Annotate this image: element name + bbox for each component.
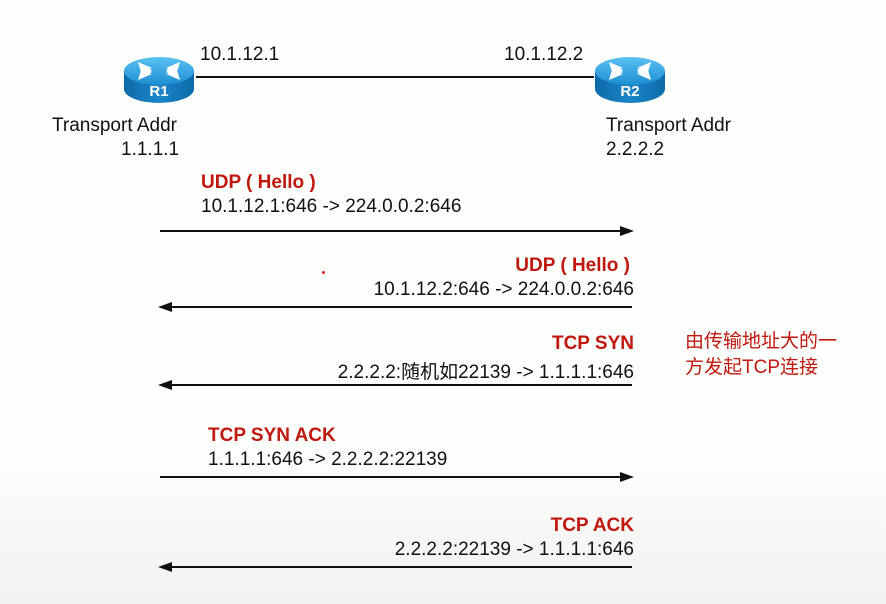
message-2-title: UDP ( Hello )	[515, 255, 630, 276]
stray-dot	[322, 271, 325, 274]
arrow-left-icon	[158, 562, 632, 572]
message-1-detail: 10.1.12.1:646 -> 224.0.0.2:646	[201, 196, 462, 217]
router-link	[196, 76, 594, 78]
message-5-title: TCP ACK	[550, 515, 634, 536]
router-name: R1	[149, 83, 169, 100]
r1-transport-addr: 1.1.1.1	[121, 139, 180, 160]
router-icon	[124, 57, 194, 103]
router-r1: R1	[122, 53, 196, 105]
r1-transport-label: Transport Addr	[52, 115, 177, 136]
r2-interface-ip: 10.1.12.2	[504, 44, 584, 65]
r2-transport-label: Transport Addr	[606, 115, 731, 136]
arrow-right-4	[160, 470, 634, 484]
arrow-left-5	[158, 560, 632, 574]
router-icon	[595, 57, 665, 103]
annotation-note: 由传输地址大的一 方发起TCP连接	[685, 329, 837, 381]
message-4-detail: 1.1.1.1:646 -> 2.2.2.2:22139	[208, 449, 448, 470]
message-1-title: UDP ( Hello )	[201, 172, 316, 193]
r1-interface-ip: 10.1.12.1	[200, 44, 280, 65]
arrow-left-icon	[158, 380, 632, 390]
arrow-right-icon	[160, 472, 634, 482]
message-3-title: TCP SYN	[551, 333, 634, 354]
router-r2: R2	[593, 53, 667, 105]
message-5-detail: 2.2.2.2:22139 -> 1.1.1.1:646	[394, 539, 634, 560]
arrow-left-icon	[158, 302, 632, 312]
note-line-1: 由传输地址大的一	[685, 331, 838, 352]
arrow-right-icon	[160, 226, 634, 236]
arrow-left-2	[158, 300, 632, 314]
message-4-title: TCP SYN ACK	[208, 425, 336, 446]
message-3-detail: 2.2.2.2:随机如22139 -> 1.1.1.1:646	[337, 362, 634, 383]
r2-transport-addr: 2.2.2.2	[606, 139, 665, 160]
arrow-right-1	[160, 224, 634, 238]
message-2-detail: 10.1.12.2:646 -> 224.0.0.2:646	[373, 279, 634, 300]
note-line-2: 方发起TCP连接	[685, 357, 819, 378]
router-name: R2	[620, 83, 640, 100]
arrow-left-3	[158, 378, 632, 392]
